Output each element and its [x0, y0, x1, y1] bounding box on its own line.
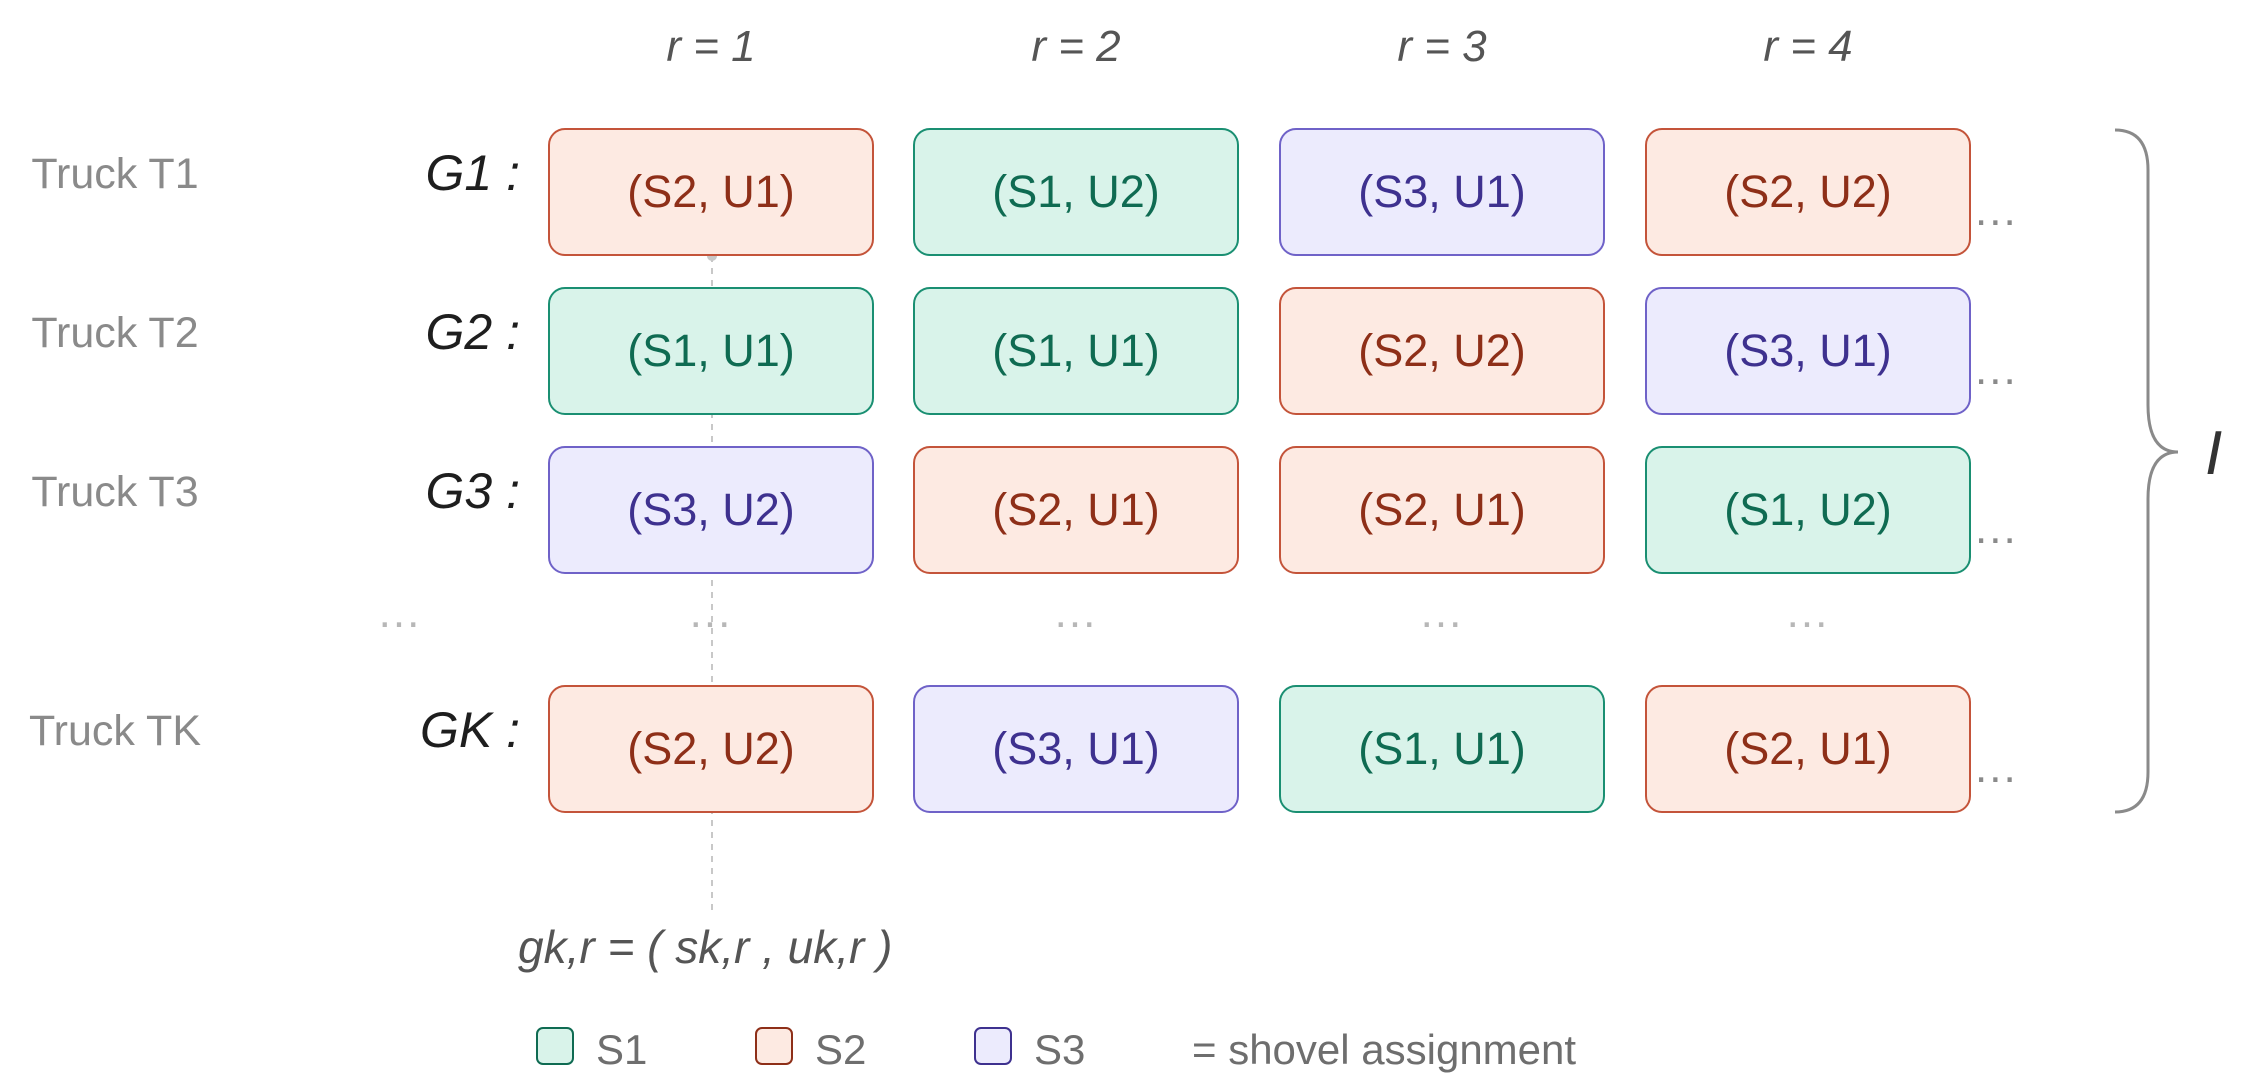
legend-label-s3: S3 — [1034, 1026, 1086, 1073]
gene-cell-text: (S2, U2) — [627, 723, 795, 774]
gene-cell: (S2, U1) — [1279, 446, 1605, 574]
gene-cell: (S2, U1) — [913, 446, 1239, 574]
population-brace — [2114, 128, 2179, 814]
gene-formula: gk,r = ( sk,r , uk,r ) — [518, 921, 893, 973]
gene-cell: (S2, U2) — [548, 685, 874, 813]
gene-cell-text: (S2, U1) — [1358, 484, 1526, 535]
truck-label: Truck TK — [28, 707, 202, 755]
gene-cell-text: (S1, U1) — [1358, 723, 1526, 774]
legend-note: = shovel assignment — [1192, 1026, 1577, 1073]
legend-label-s2: S2 — [815, 1026, 867, 1073]
gene-cell: (S1, U1) — [548, 287, 874, 415]
ellipsis-row-dots: ... — [689, 588, 733, 637]
gene-cell: (S2, U2) — [1279, 287, 1605, 415]
chromosome-label: G1 : — [425, 145, 520, 201]
row-continuation-ellipsis: ... — [1975, 345, 2018, 394]
gene-cell: (S3, U1) — [1279, 128, 1605, 256]
legend-swatch-s1 — [536, 1027, 574, 1065]
chromosome-label: G3 : — [425, 463, 520, 519]
ellipsis-row-dots: ... — [1054, 588, 1098, 637]
gene-cell-text: (S2, U1) — [1724, 723, 1892, 774]
gene-cell: (S3, U1) — [1645, 287, 1971, 415]
gene-cell-text: (S1, U2) — [1724, 484, 1892, 535]
gene-cell: (S2, U1) — [1645, 685, 1971, 813]
truck-label: Truck T3 — [31, 468, 199, 516]
row-continuation-ellipsis: ... — [1975, 743, 2018, 792]
legend-swatch-s2 — [755, 1027, 793, 1065]
ellipsis-row-dots: ... — [1786, 588, 1830, 637]
gene-cell: (S2, U1) — [548, 128, 874, 256]
chromosome-label: G2 : — [425, 304, 520, 360]
gene-cell-text: (S2, U2) — [1358, 325, 1526, 376]
gene-cell-text: (S1, U1) — [992, 325, 1160, 376]
column-label-r4: r = 4 — [1763, 22, 1853, 71]
row-continuation-ellipsis: ... — [1975, 186, 2018, 235]
gene-cell-text: (S3, U2) — [627, 484, 795, 535]
gene-cell: (S1, U2) — [1645, 446, 1971, 574]
gene-cell-text: (S1, U2) — [992, 166, 1160, 217]
legend-label-s1: S1 — [596, 1026, 648, 1073]
gene-cell: (S1, U2) — [913, 128, 1239, 256]
gene-cell-text: (S2, U2) — [1724, 166, 1892, 217]
legend-swatch-s3 — [974, 1027, 1012, 1065]
column-label-r2: r = 2 — [1031, 22, 1121, 71]
column-label-r1: r = 1 — [666, 22, 756, 71]
column-label-r3: r = 3 — [1397, 22, 1487, 71]
row-continuation-ellipsis: ... — [1975, 504, 2018, 553]
population-set-label: I — [2205, 419, 2223, 488]
chromosome-label: GK : — [419, 702, 520, 758]
gene-cell: (S1, U1) — [913, 287, 1239, 415]
gene-cell: (S3, U2) — [548, 446, 874, 574]
ellipsis-row-dots: ... — [1420, 588, 1464, 637]
gene-cell-text: (S2, U1) — [992, 484, 1160, 535]
gene-cell-text: (S1, U1) — [627, 325, 795, 376]
truck-label: Truck T1 — [31, 150, 199, 198]
gene-cell: (S3, U1) — [913, 685, 1239, 813]
gene-cell: (S1, U1) — [1279, 685, 1605, 813]
gene-cell-text: (S3, U1) — [992, 723, 1160, 774]
ellipsis-row-dots: ... — [378, 588, 422, 637]
gene-cell-text: (S3, U1) — [1358, 166, 1526, 217]
gene-cell: (S2, U2) — [1645, 128, 1971, 256]
gene-cell-text: (S3, U1) — [1724, 325, 1892, 376]
gene-cell-text: (S2, U1) — [627, 166, 795, 217]
truck-label: Truck T2 — [31, 309, 199, 357]
